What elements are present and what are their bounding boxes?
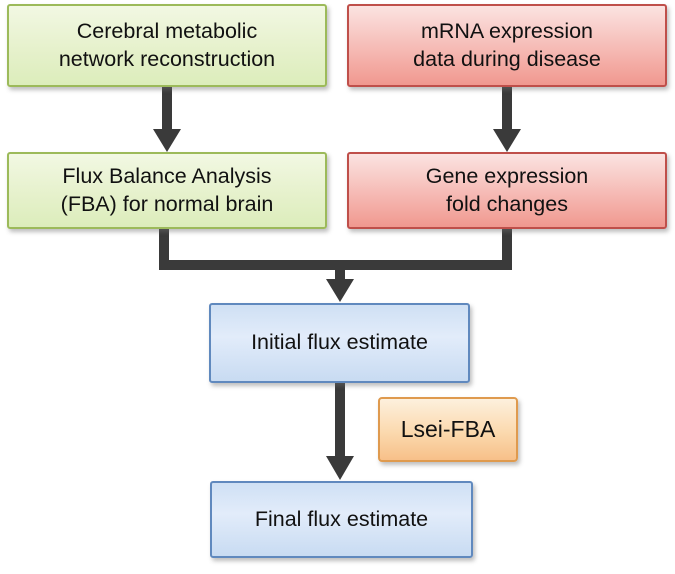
node-cerebral-metabolic-network: Cerebral metabolic network reconstructio… — [7, 4, 327, 87]
node-initial-label: Initial flux estimate — [251, 330, 428, 355]
node-lsei-fba: Lsei-FBA — [378, 397, 518, 462]
node-final-label: Final flux estimate — [254, 506, 429, 531]
node-gene-label: Gene expression fold changes — [425, 164, 589, 216]
node-lsei-label: Lsei-FBA — [400, 415, 496, 442]
node-gene-expression-fold-changes: Gene expression fold changes — [347, 152, 667, 229]
arrow-cerebral-to-fba-icon — [153, 87, 181, 152]
arrow-initial-to-final-icon — [326, 383, 354, 480]
merge-connector-to-initial-icon — [159, 229, 512, 302]
node-mrna-expression-data: mRNA expression data during disease — [347, 4, 667, 87]
node-initial-flux-estimate: Initial flux estimate — [209, 303, 470, 383]
node-fba-label: Flux Balance Analysis (FBA) for normal b… — [60, 164, 274, 216]
node-cerebral-label: Cerebral metabolic network reconstructio… — [58, 19, 276, 71]
arrow-mrna-to-gene-icon — [493, 87, 521, 152]
node-mrna-label: mRNA expression data during disease — [413, 19, 601, 71]
node-final-flux-estimate: Final flux estimate — [210, 481, 473, 558]
node-flux-balance-analysis: Flux Balance Analysis (FBA) for normal b… — [7, 152, 327, 229]
